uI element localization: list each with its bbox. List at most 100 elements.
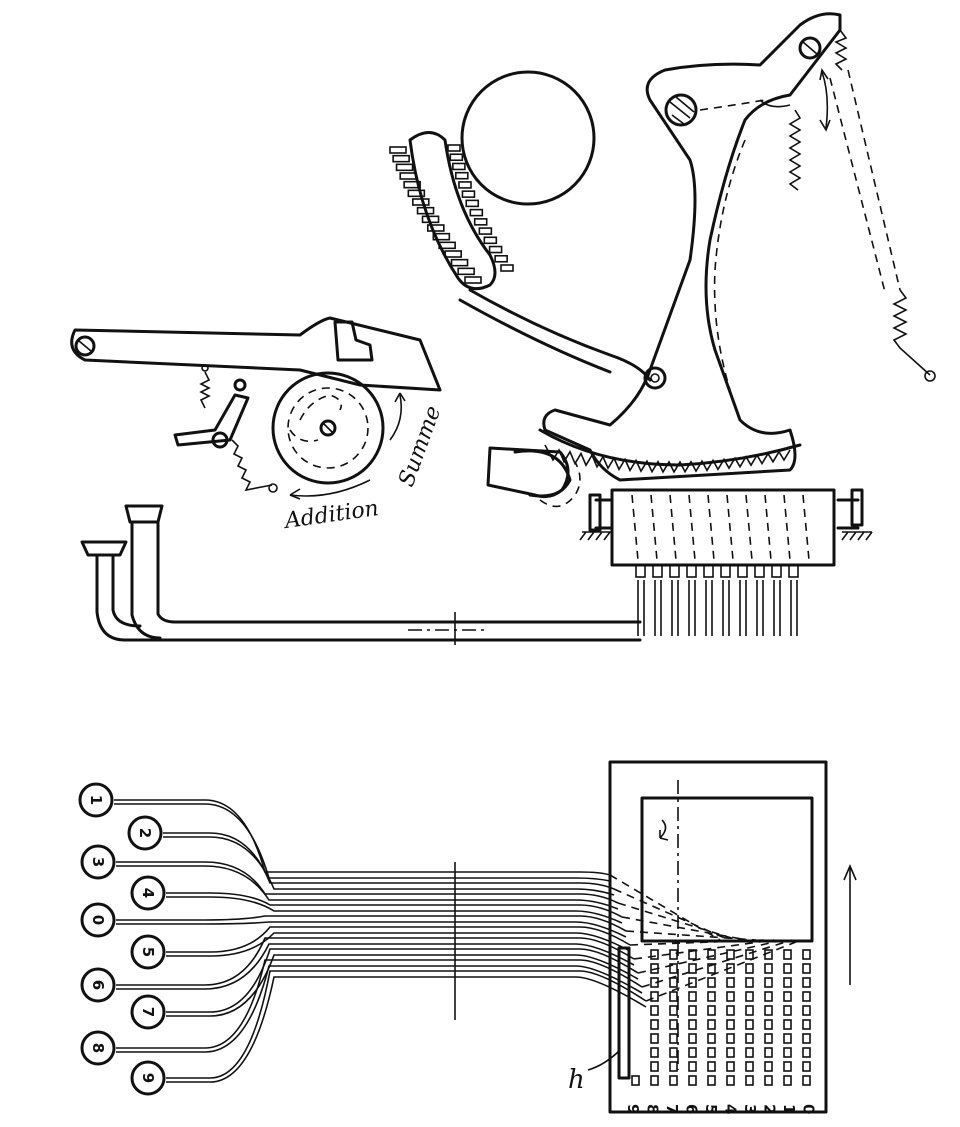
upper-sector-rack	[389, 131, 514, 291]
card-hole	[669, 963, 678, 974]
key-wire	[166, 926, 631, 953]
key-button-circle	[80, 902, 116, 938]
key-button-circle	[78, 782, 114, 818]
counter-slats	[631, 494, 810, 561]
key-number: 2	[136, 828, 154, 838]
key-wire-dashed	[621, 916, 748, 941]
card-hole	[726, 977, 735, 988]
bank-pin	[703, 564, 714, 578]
lower-tooth-edge	[544, 444, 791, 474]
row-number: 2	[761, 1104, 779, 1114]
card-hole	[745, 949, 754, 960]
card-hole	[707, 1005, 716, 1016]
key-wire	[114, 803, 611, 882]
key-wire	[166, 892, 623, 918]
rack-tooth	[469, 208, 484, 217]
card-hole	[631, 1075, 640, 1086]
rack-tooth	[483, 236, 498, 245]
bank-pin	[771, 564, 782, 578]
card-hole	[802, 1075, 811, 1086]
counter-slat	[650, 494, 658, 561]
key-wire	[116, 865, 619, 910]
card-hole	[783, 1019, 792, 1030]
rack-tooth	[395, 163, 414, 172]
key-button-circle	[130, 1060, 166, 1096]
card-hole	[745, 963, 754, 974]
row-number: 8	[644, 1104, 662, 1114]
card-hole	[745, 977, 754, 988]
card-hole	[745, 1019, 754, 1030]
rack-tooth	[416, 206, 435, 215]
rack-tooth	[452, 162, 466, 171]
card-hole	[650, 1033, 659, 1044]
card-hole	[688, 1005, 697, 1016]
card-hole	[745, 1033, 754, 1044]
counter-slat	[764, 494, 772, 561]
card-hole-grid	[631, 949, 811, 1086]
rack-tooth	[465, 199, 480, 208]
card-hole	[669, 949, 678, 960]
key-wire-dashed	[613, 888, 730, 941]
card-hole	[726, 1061, 735, 1072]
card-hole	[650, 1019, 659, 1030]
row-number: 3	[741, 1104, 759, 1114]
rack-tooth	[464, 276, 482, 284]
card-hole	[726, 949, 735, 960]
card-hole	[707, 949, 716, 960]
tension-springs	[759, 29, 936, 382]
card-hole	[764, 1005, 773, 1016]
key-wire-dashed	[641, 939, 793, 988]
card-hole	[707, 1061, 716, 1072]
card-hole	[650, 1061, 659, 1072]
card-hole	[707, 1047, 716, 1058]
card-hole	[688, 1033, 697, 1044]
card-hole	[707, 991, 716, 1002]
key-number: 0	[89, 915, 107, 925]
card-hole	[764, 1047, 773, 1058]
key-number: 4	[139, 888, 157, 898]
key-number: 9	[139, 1073, 157, 1083]
card-hole	[802, 977, 811, 988]
counter-slat	[745, 494, 753, 561]
key-number: 3	[89, 857, 107, 867]
key-wire	[163, 832, 615, 890]
card-hole	[688, 991, 697, 1002]
bank-pin	[737, 564, 748, 578]
bank-pins	[635, 564, 799, 636]
rack-tooth	[500, 264, 514, 272]
rack-tooth	[478, 227, 493, 235]
rack-tooth	[438, 241, 456, 250]
card-hole	[783, 949, 792, 960]
card-hole	[688, 977, 697, 988]
card-hole	[726, 1033, 735, 1044]
key-wire	[116, 937, 635, 986]
operating-keys	[80, 504, 642, 645]
card-hole	[669, 977, 678, 988]
counter-slat	[802, 494, 810, 561]
card-hole	[802, 1005, 811, 1016]
card-hole	[707, 977, 716, 988]
key-wire	[116, 959, 643, 1049]
rack-tooth	[403, 180, 421, 189]
rack-tooth	[421, 215, 440, 224]
key-wire	[116, 943, 635, 990]
card-hole	[726, 1005, 735, 1016]
key-number: 6	[89, 980, 107, 990]
card-hole	[726, 1047, 735, 1058]
row-number: 1	[780, 1104, 798, 1114]
card-hole	[764, 1061, 773, 1072]
bank-pin	[788, 564, 799, 578]
key-wire	[166, 932, 631, 957]
card-hole	[669, 1005, 678, 1016]
bank-pin	[686, 564, 697, 578]
key-wire	[166, 976, 647, 1083]
card-hole	[764, 1033, 773, 1044]
card-hole	[783, 991, 792, 1002]
card-hole	[745, 1047, 754, 1058]
card-hole	[802, 1061, 811, 1072]
card-hole	[783, 1047, 792, 1058]
rack-tooth	[449, 153, 464, 162]
